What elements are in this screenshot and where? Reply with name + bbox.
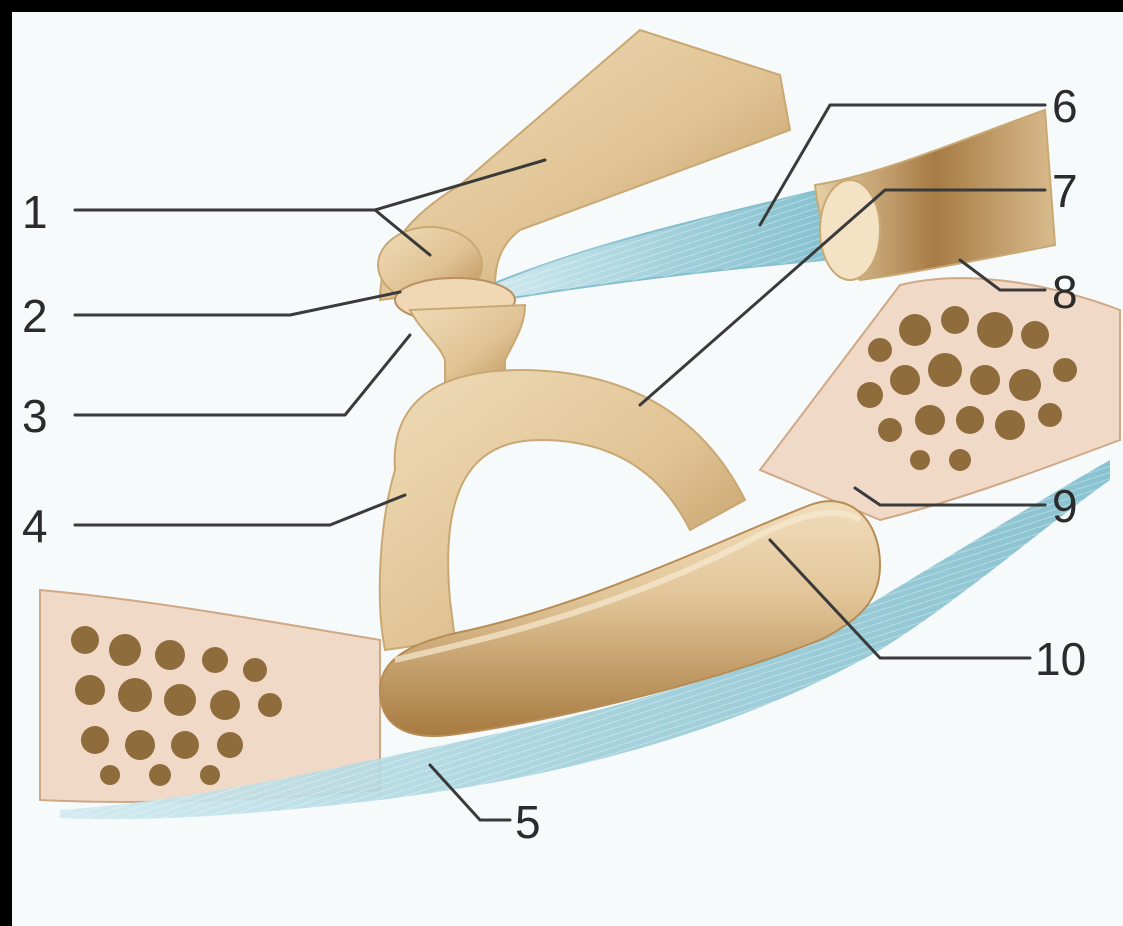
label-7: 7: [1052, 165, 1078, 217]
label-5: 5: [515, 796, 541, 848]
label-2: 2: [22, 290, 48, 342]
label-8: 8: [1052, 266, 1078, 318]
label-10: 10: [1035, 633, 1086, 685]
label-1: 1: [22, 186, 48, 238]
muscle-end-cap: [820, 180, 880, 280]
label-4: 4: [22, 500, 48, 552]
label-9: 9: [1052, 480, 1078, 532]
label-6: 6: [1052, 80, 1078, 132]
label-3: 3: [22, 390, 48, 442]
